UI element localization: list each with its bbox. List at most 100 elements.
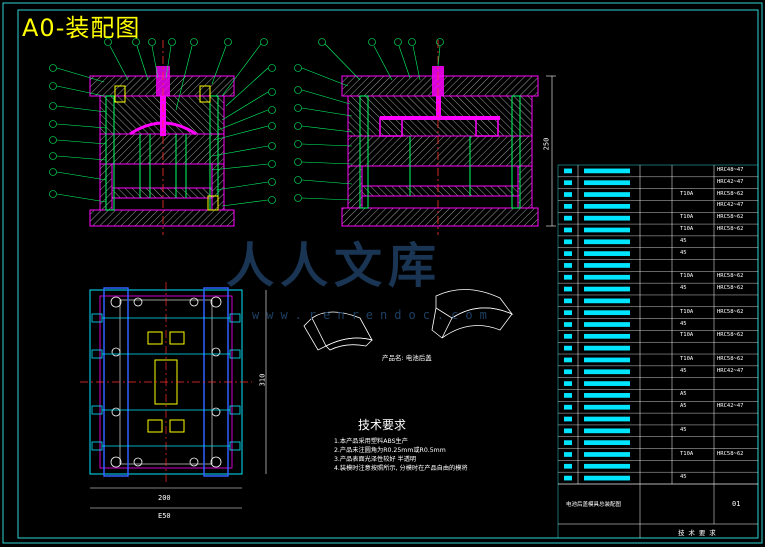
part-number-bar [564, 404, 572, 410]
part-number-bar [564, 381, 572, 386]
part-name-bar [584, 345, 630, 351]
part-name-bar [584, 192, 630, 197]
part-hardness: HRC58~62 [717, 356, 744, 363]
part-name-bar [584, 322, 630, 327]
tech-requirement-item: 3.产品表面光泽性较好 半透明 [334, 456, 417, 463]
part-number-bar [564, 393, 572, 398]
dimension-height-side: 250 [542, 137, 551, 151]
part-name-bar [584, 357, 630, 363]
part-name-bar [584, 215, 630, 221]
title-block-drawing-name: 电池后盖模具总装配图 [566, 502, 622, 508]
part-material: T10A [680, 273, 694, 280]
part-number-bar [564, 227, 572, 233]
part-material: 45 [680, 474, 687, 481]
part-material: T10A [680, 226, 694, 233]
part-name-bar [584, 416, 630, 422]
dimension-width-outer: E50 [158, 512, 171, 520]
part-hardness: HRC42~47 [717, 178, 744, 185]
part-hardness: HRC58~62 [717, 450, 744, 457]
part-name-bar [584, 298, 630, 304]
part-name-bar [584, 463, 630, 469]
part-material: T10A [680, 190, 694, 197]
part-name-bar [584, 263, 630, 268]
part-number-bar [564, 286, 572, 292]
part-number-bar [564, 168, 572, 174]
part-material: T10A [680, 450, 694, 457]
tech-requirement-item: 4.装模时注意按照所示, 分模时在产品自由的模将 [334, 465, 468, 472]
tech-requirement-item: 1.本产品采用塑料ABS生产 [334, 438, 408, 445]
part-name-bar [584, 168, 630, 174]
part-number-bar [564, 357, 572, 363]
tech-requirements-title: 技术要求 [358, 418, 407, 432]
title-block-grid [557, 164, 759, 539]
part-number-bar [564, 239, 572, 245]
part-hardness: HRC48~47 [717, 167, 744, 173]
part-name-bar [584, 440, 630, 446]
part-number-bar [564, 251, 572, 256]
watermark-logo-text: 人人文库 [226, 238, 443, 294]
part-name-bar [584, 251, 630, 256]
part-name-bar [584, 203, 630, 209]
part-hardness: HRC58~62 [717, 214, 744, 221]
side-section-view [341, 40, 556, 235]
part-hardness: HRC58~62 [717, 285, 744, 292]
dimension-width-inner: 200 [158, 494, 171, 502]
part-number-bar [564, 475, 572, 481]
part-name-bar [584, 239, 630, 245]
part-number-bar [564, 263, 572, 268]
part-number-bar [564, 274, 572, 280]
part-number-bar [564, 440, 572, 446]
part-number-bar [564, 345, 572, 351]
title-block-rows [558, 168, 758, 485]
part-material: 45 [680, 285, 687, 292]
part-material: A5 [680, 391, 687, 398]
part-material: 45 [680, 426, 687, 433]
watermark-url: www.renrendoc.com [252, 308, 494, 322]
part-number-bar [564, 203, 572, 209]
part-material: T10A [680, 308, 694, 315]
part-hardness: HRC42~47 [717, 403, 744, 410]
part-name-bar [584, 369, 630, 375]
part-hardness: HRC58~62 [717, 273, 744, 280]
part-material: 45 [680, 237, 687, 244]
part-hardness: HRC58~62 [717, 226, 744, 233]
part-name-bar [584, 393, 630, 398]
part-name-bar [584, 475, 630, 481]
part-number-bar [564, 428, 572, 434]
balloon-leaders-right [294, 38, 444, 202]
part-number-bar [564, 298, 572, 304]
plan-view [80, 282, 267, 509]
part-material: A5 [680, 403, 687, 410]
part-name-bar [584, 274, 630, 280]
part-number-bar [564, 322, 572, 327]
part-number-bar [564, 180, 572, 186]
part-name-bar [584, 381, 630, 386]
balloon-leaders-left [49, 38, 276, 207]
part-name-bar [584, 286, 630, 292]
part-number-bar [564, 463, 572, 469]
part-material: 45 [680, 367, 687, 374]
part-number-bar [564, 192, 572, 197]
part-name-bar [584, 310, 630, 316]
part-hardness: HRC42~47 [717, 367, 744, 374]
part-number-bar [564, 215, 572, 221]
front-section-view [89, 40, 235, 235]
part-name-bar [584, 333, 630, 339]
part-name-bar [584, 180, 630, 186]
part-material: T10A [680, 356, 694, 363]
product-caption: 产品名: 电池后盖 [382, 354, 432, 362]
part-material: T10A [680, 332, 694, 339]
part-number-bar [564, 416, 572, 422]
title-block-footer: 技 术 要 求 [678, 529, 716, 537]
tech-requirement-item: 2.产品未注圆角为R0.25mm或R0.5mm [334, 447, 446, 454]
part-name-bar [584, 404, 630, 410]
part-number-bar [564, 333, 572, 339]
part-hardness: HRC58~62 [717, 332, 744, 339]
drawing-title: A0-装配图 [22, 14, 141, 42]
part-number-bar [564, 369, 572, 375]
title-block-sheet: 01 [732, 500, 741, 508]
part-number-bar [564, 452, 572, 457]
product-sketches [303, 289, 514, 351]
part-name-bar [584, 452, 630, 457]
